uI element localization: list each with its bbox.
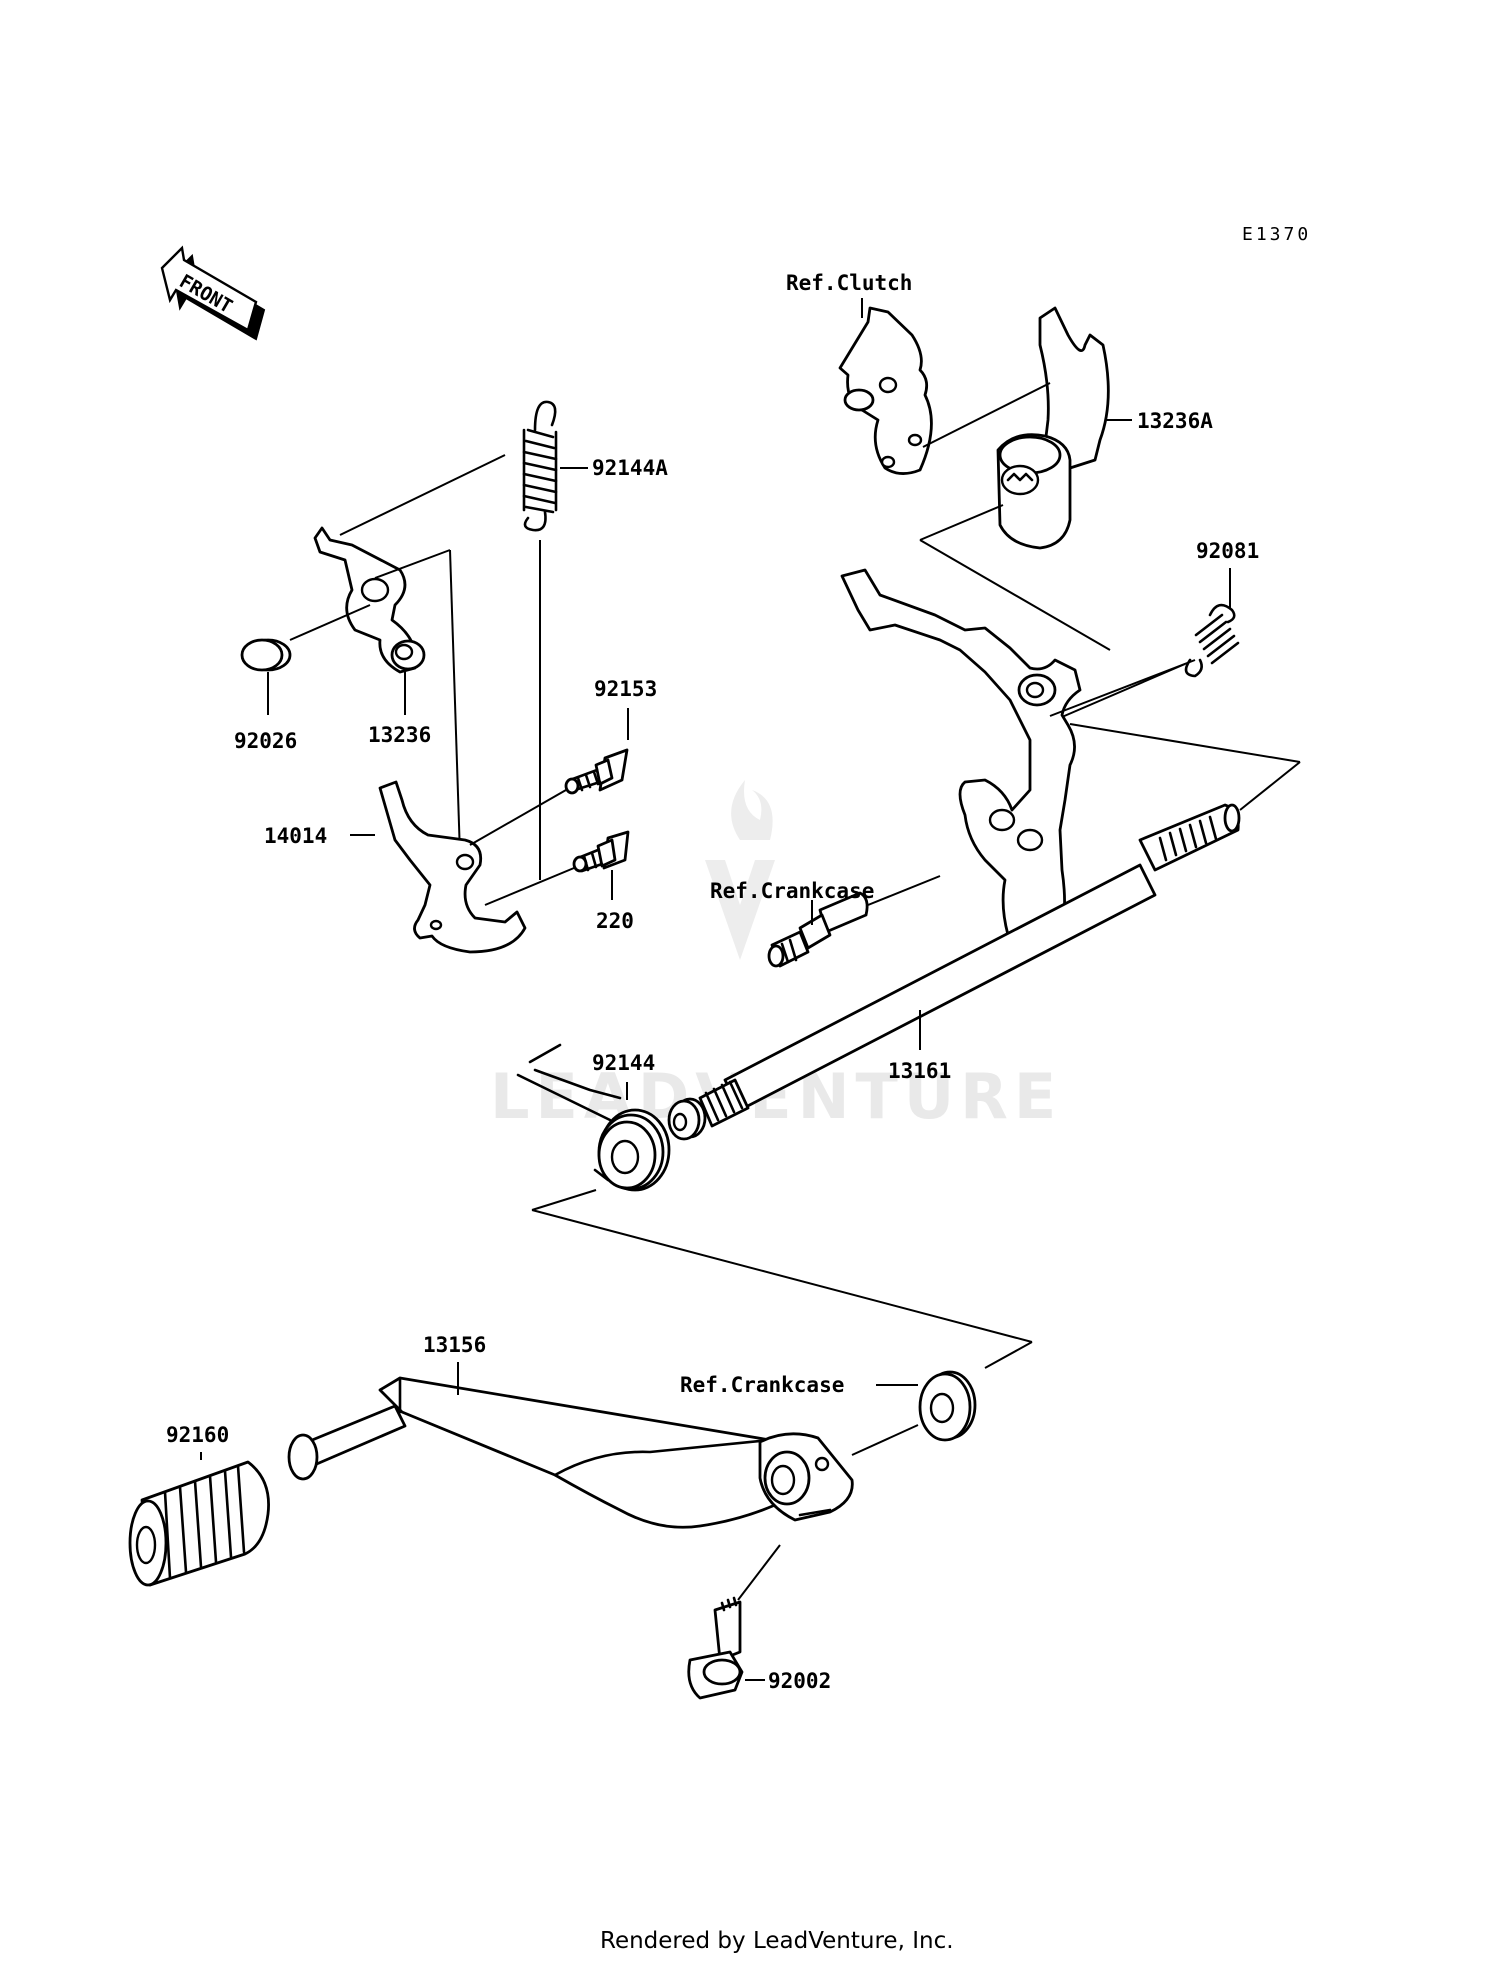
guide-line bbox=[531, 1209, 1033, 1343]
part-14014-plate[interactable] bbox=[378, 780, 527, 954]
label-ref-crankcase-2[interactable]: Ref.Crankcase bbox=[680, 1373, 844, 1397]
part-92002-bolt[interactable] bbox=[687, 1596, 744, 1700]
label-92144A[interactable]: 92144A bbox=[592, 456, 668, 480]
guide-line bbox=[867, 875, 941, 906]
guide-line bbox=[1049, 659, 1196, 717]
guide-line bbox=[289, 604, 371, 641]
label-14014[interactable]: 14014 bbox=[264, 824, 327, 848]
guide-line bbox=[922, 382, 1051, 448]
guide-line bbox=[984, 1341, 1033, 1369]
guide-line bbox=[1239, 761, 1301, 811]
guide-line bbox=[484, 867, 575, 906]
label-92026[interactable]: 92026 bbox=[234, 729, 297, 753]
part-220-bolt[interactable] bbox=[572, 830, 630, 873]
label-13161[interactable]: 13161 bbox=[888, 1059, 951, 1083]
label-92081[interactable]: 92081 bbox=[1196, 539, 1259, 563]
label-ref-crankcase-1[interactable]: Ref.Crankcase bbox=[710, 879, 874, 903]
part-92144A-spring[interactable] bbox=[522, 400, 558, 532]
label-ref-clutch[interactable]: Ref.Clutch bbox=[786, 271, 912, 295]
guide-line bbox=[1054, 663, 1186, 721]
guide-line bbox=[1069, 723, 1301, 763]
part-92081-spring[interactable] bbox=[1184, 603, 1240, 678]
part-ref-crankcase-washer[interactable] bbox=[918, 1370, 977, 1442]
label-92153[interactable]: 92153 bbox=[594, 677, 657, 701]
guide-line bbox=[851, 1424, 919, 1456]
label-13236[interactable]: 13236 bbox=[368, 723, 431, 747]
part-92153-bolt[interactable] bbox=[564, 748, 629, 795]
part-92160-pedal-rubber[interactable] bbox=[128, 1460, 270, 1587]
label-220[interactable]: 220 bbox=[596, 909, 634, 933]
part-13161-shift-shaft[interactable] bbox=[667, 803, 1241, 1141]
part-ref-crankcase-pin[interactable] bbox=[767, 891, 869, 968]
guide-line bbox=[449, 549, 461, 856]
part-13236A-shift-arm[interactable] bbox=[996, 306, 1110, 550]
guide-line bbox=[339, 454, 506, 536]
label-92002[interactable]: 92002 bbox=[768, 1669, 831, 1693]
guide-line bbox=[469, 789, 567, 846]
part-13156-shift-pedal[interactable] bbox=[287, 1376, 854, 1529]
label-13156[interactable]: 13156 bbox=[423, 1333, 486, 1357]
part-ref-clutch[interactable] bbox=[838, 306, 933, 475]
footer-credit: Rendered by LeadVenture, Inc. bbox=[600, 1928, 954, 1954]
part-92026-washer[interactable] bbox=[240, 638, 292, 672]
part-shift-lever[interactable] bbox=[840, 568, 1082, 956]
label-92144[interactable]: 92144 bbox=[592, 1051, 655, 1075]
guide-line bbox=[374, 549, 451, 579]
part-92144-torsion-spring[interactable] bbox=[516, 1043, 671, 1192]
label-13236A[interactable]: 13236A bbox=[1137, 409, 1213, 433]
guide-line bbox=[737, 1544, 781, 1601]
label-92160[interactable]: 92160 bbox=[166, 1423, 229, 1447]
guide-line bbox=[919, 539, 1111, 651]
part-13236-shift-arm[interactable] bbox=[313, 526, 426, 674]
front-arrow-icon: FRONT bbox=[160, 245, 266, 341]
diagram-code: E1370 bbox=[1242, 224, 1311, 245]
guide-line bbox=[531, 1189, 597, 1211]
guide-line bbox=[919, 504, 1004, 541]
